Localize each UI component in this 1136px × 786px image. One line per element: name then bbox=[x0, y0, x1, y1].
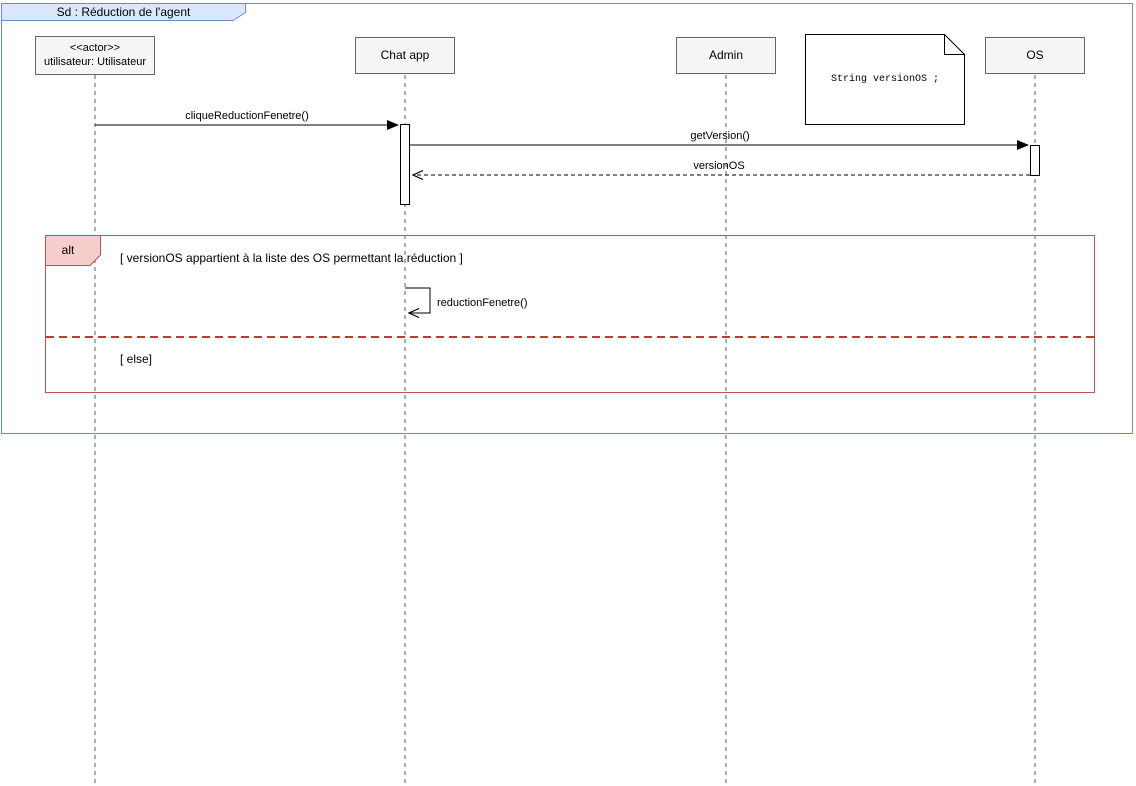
participant-name: utilisateur: Utilisateur bbox=[43, 55, 147, 68]
participant-os: OS bbox=[985, 37, 1085, 74]
alt-guard-if: [ versionOS appartient à la liste des OS… bbox=[120, 251, 463, 265]
frame-title-tab bbox=[1, 3, 246, 21]
message-label-versionOS: versionOS bbox=[693, 160, 745, 172]
message-label-cliqueReductionFenetre: cliqueReductionFenetre() bbox=[185, 110, 309, 122]
note-text: String versionOS ; bbox=[830, 74, 940, 85]
participant-name: Chat app bbox=[380, 48, 430, 62]
participant-chat-app: Chat app bbox=[355, 37, 455, 74]
activation-bar-os bbox=[1030, 145, 1040, 176]
alt-operator-pentagon bbox=[45, 235, 101, 266]
alt-fragment-frame bbox=[45, 235, 1095, 393]
note-shape bbox=[805, 34, 965, 125]
activation-bar-chat-app bbox=[400, 124, 410, 205]
diagram-title: Sd : Réduction de l'agent bbox=[56, 4, 191, 19]
message-label-getVersion: getVersion() bbox=[690, 130, 750, 142]
interaction-frame bbox=[1, 3, 1133, 434]
participant-admin: Admin bbox=[676, 37, 776, 74]
participant-name: Admin bbox=[708, 48, 743, 62]
note-fold-corner bbox=[944, 34, 965, 55]
participant-utilisateur: <<actor>> utilisateur: Utilisateur bbox=[35, 36, 155, 75]
alt-operator-label: alt bbox=[61, 242, 75, 257]
participant-name: OS bbox=[1026, 48, 1044, 62]
message-label-reductionFenetre: reductionFenetre() bbox=[437, 297, 528, 309]
alt-guard-else: [ else] bbox=[120, 352, 153, 366]
participant-stereotype: <<actor>> bbox=[69, 41, 121, 54]
